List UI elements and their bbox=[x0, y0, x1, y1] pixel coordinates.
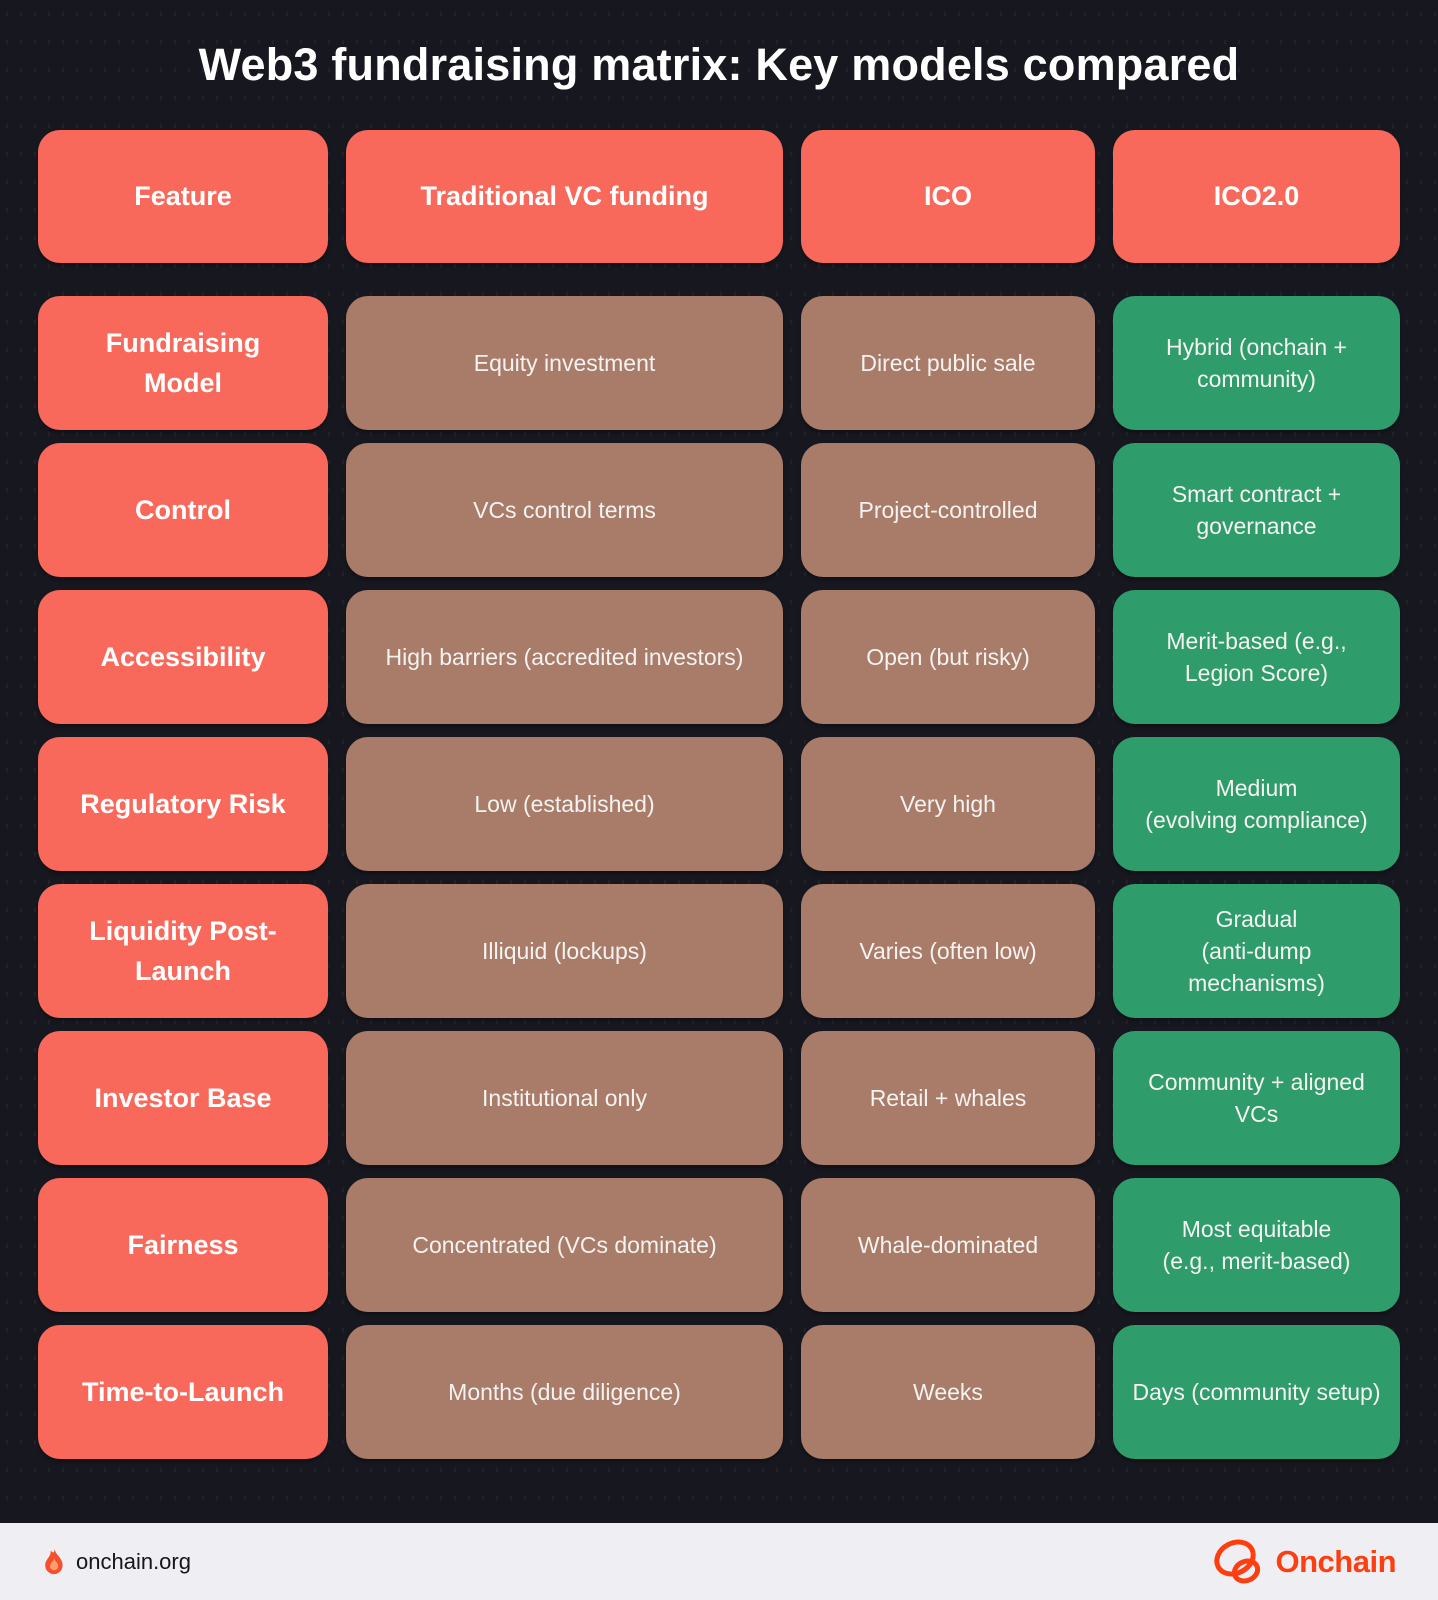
ico-cell: Weeks bbox=[801, 1325, 1095, 1459]
footer-bar: onchain.org Onchain bbox=[0, 1523, 1438, 1600]
flame-icon bbox=[45, 1548, 63, 1574]
vc-funding-cell: Equity investment bbox=[346, 296, 783, 430]
row-label-cell: Control bbox=[38, 443, 328, 577]
onchain-logo-text: Onchain bbox=[1275, 1543, 1396, 1579]
vc-funding-cell: VCs control terms bbox=[346, 443, 783, 577]
ico-cell: Retail + whales bbox=[801, 1031, 1095, 1165]
ico2-cell: Community + aligned VCs bbox=[1113, 1031, 1400, 1165]
row-label-cell: Fundraising Model bbox=[38, 296, 328, 430]
ico-cell: Whale-dominated bbox=[801, 1178, 1095, 1312]
row-label-cell: Accessibility bbox=[38, 590, 328, 724]
ico2-cell: Hybrid (onchain + community) bbox=[1113, 296, 1400, 430]
ico2-cell: Most equitable (e.g., merit-based) bbox=[1113, 1178, 1400, 1312]
ico-cell: Open (but risky) bbox=[801, 590, 1095, 724]
vc-funding-cell: Illiquid (lockups) bbox=[346, 884, 783, 1018]
ico2-cell: Days (community setup) bbox=[1113, 1325, 1400, 1459]
row-label-cell: Time-to-Launch bbox=[38, 1325, 328, 1459]
vc-funding-cell: Months (due diligence) bbox=[346, 1325, 783, 1459]
footer-site: onchain.org bbox=[42, 1548, 191, 1576]
row-label-cell: Fairness bbox=[38, 1178, 328, 1312]
ico-cell: Project-controlled bbox=[801, 443, 1095, 577]
table-body: Fundraising Model Equity investment Dire… bbox=[38, 296, 1400, 1459]
ico2-cell: Smart contract + governance bbox=[1113, 443, 1400, 577]
ico2-cell: Medium (evolving compliance) bbox=[1113, 737, 1400, 871]
vc-funding-cell: Institutional only bbox=[346, 1031, 783, 1165]
header-cell-ico: ICO bbox=[801, 130, 1095, 263]
footer-site-label: onchain.org bbox=[76, 1548, 191, 1574]
vc-funding-cell: Concentrated (VCs dominate) bbox=[346, 1178, 783, 1312]
row-label-cell: Investor Base bbox=[38, 1031, 328, 1165]
onchain-rings-icon bbox=[1214, 1539, 1261, 1583]
ico2-cell: Gradual (anti-dump mechanisms) bbox=[1113, 884, 1400, 1018]
header-cell-ico2: ICO2.0 bbox=[1113, 130, 1400, 263]
vc-funding-cell: Low (established) bbox=[346, 737, 783, 871]
row-label-cell: Regulatory Risk bbox=[38, 737, 328, 871]
title-area: Web3 fundraising matrix: Key models comp… bbox=[38, 0, 1400, 130]
infographic-canvas: Web3 fundraising matrix: Key models comp… bbox=[0, 0, 1438, 1523]
ico-cell: Varies (often low) bbox=[801, 884, 1095, 1018]
ico-cell: Direct public sale bbox=[801, 296, 1095, 430]
header-cell-feature: Feature bbox=[38, 130, 328, 263]
page-title: Web3 fundraising matrix: Key models comp… bbox=[198, 39, 1240, 90]
row-label-cell: Liquidity Post- Launch bbox=[38, 884, 328, 1018]
onchain-logo: Onchain bbox=[1211, 1535, 1396, 1589]
ico-cell: Very high bbox=[801, 737, 1095, 871]
vc-funding-cell: High barriers (accredited investors) bbox=[346, 590, 783, 724]
ico2-cell: Merit-based (e.g., Legion Score) bbox=[1113, 590, 1400, 724]
table-header-row: Feature Traditional VC funding ICO ICO2.… bbox=[38, 130, 1400, 263]
header-cell-vc-funding: Traditional VC funding bbox=[346, 130, 783, 263]
